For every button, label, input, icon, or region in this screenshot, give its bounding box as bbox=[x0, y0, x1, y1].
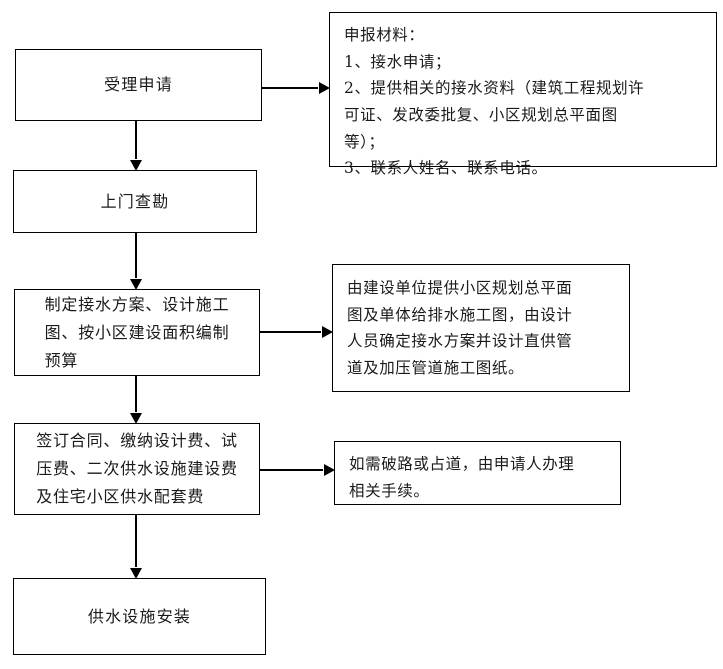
arrow-head-down-icon bbox=[130, 413, 142, 424]
note-box-2[interactable]: 由建设单位提供小区规划总平面 图及单体给排水施工图，由设计 人员确定接水方案并设… bbox=[332, 264, 630, 392]
arrow-head-down-icon bbox=[130, 568, 142, 579]
connector-shaft bbox=[135, 121, 137, 159]
arrow-head-right-icon bbox=[324, 464, 335, 476]
connector-shaft bbox=[135, 515, 137, 567]
process-box-step-4[interactable]: 签订合同、缴纳设计费、试 压费、二次供水设施建设费 及住宅小区供水配套费 bbox=[14, 423, 260, 515]
connector-shaft bbox=[260, 469, 323, 471]
note-box-1[interactable]: 申报材料： 1、接水申请； 2、提供相关的接水资料（建筑工程规划许 可证、发改委… bbox=[329, 12, 717, 177]
arrow-head-right-icon bbox=[322, 326, 333, 338]
note-box-3[interactable]: 如需破路或占道，由申请人办理 相关手续。 bbox=[334, 441, 621, 505]
note-box-2-text: 由建设单位提供小区规划总平面 图及单体给排水施工图，由设计 人员确定接水方案并设… bbox=[347, 279, 573, 377]
note-box-1-text: 申报材料： 1、接水申请； 2、提供相关的接水资料（建筑工程规划许 可证、发改委… bbox=[344, 26, 645, 178]
process-box-step-3[interactable]: 制定接水方案、设计施工 图、按小区建设面积编制 预算 bbox=[14, 289, 260, 376]
connector-shaft bbox=[135, 233, 137, 278]
process-box-step-5-label: 供水设施安装 bbox=[87, 606, 192, 626]
process-box-step-3-label: 制定接水方案、设计施工 图、按小区建设面积编制 预算 bbox=[44, 294, 230, 370]
process-box-step-4-label: 签订合同、缴纳设计费、试 压费、二次供水设施建设费 及住宅小区供水配套费 bbox=[36, 431, 238, 506]
arrow-head-down-icon bbox=[130, 279, 142, 290]
connector-shaft bbox=[262, 87, 318, 89]
process-box-step-5[interactable]: 供水设施安装 bbox=[13, 578, 266, 655]
process-box-step-2[interactable]: 上门查勘 bbox=[13, 170, 257, 233]
process-box-step-1-label: 受理申请 bbox=[104, 75, 173, 94]
connector-shaft bbox=[135, 376, 137, 412]
connector-shaft bbox=[260, 331, 321, 333]
arrow-head-right-icon bbox=[319, 82, 330, 94]
note-box-3-text: 如需破路或占道，由申请人办理 相关手续。 bbox=[349, 455, 575, 500]
arrow-head-down-icon bbox=[130, 160, 142, 171]
process-box-step-1[interactable]: 受理申请 bbox=[15, 49, 262, 121]
process-box-step-2-label: 上门查勘 bbox=[100, 191, 170, 211]
